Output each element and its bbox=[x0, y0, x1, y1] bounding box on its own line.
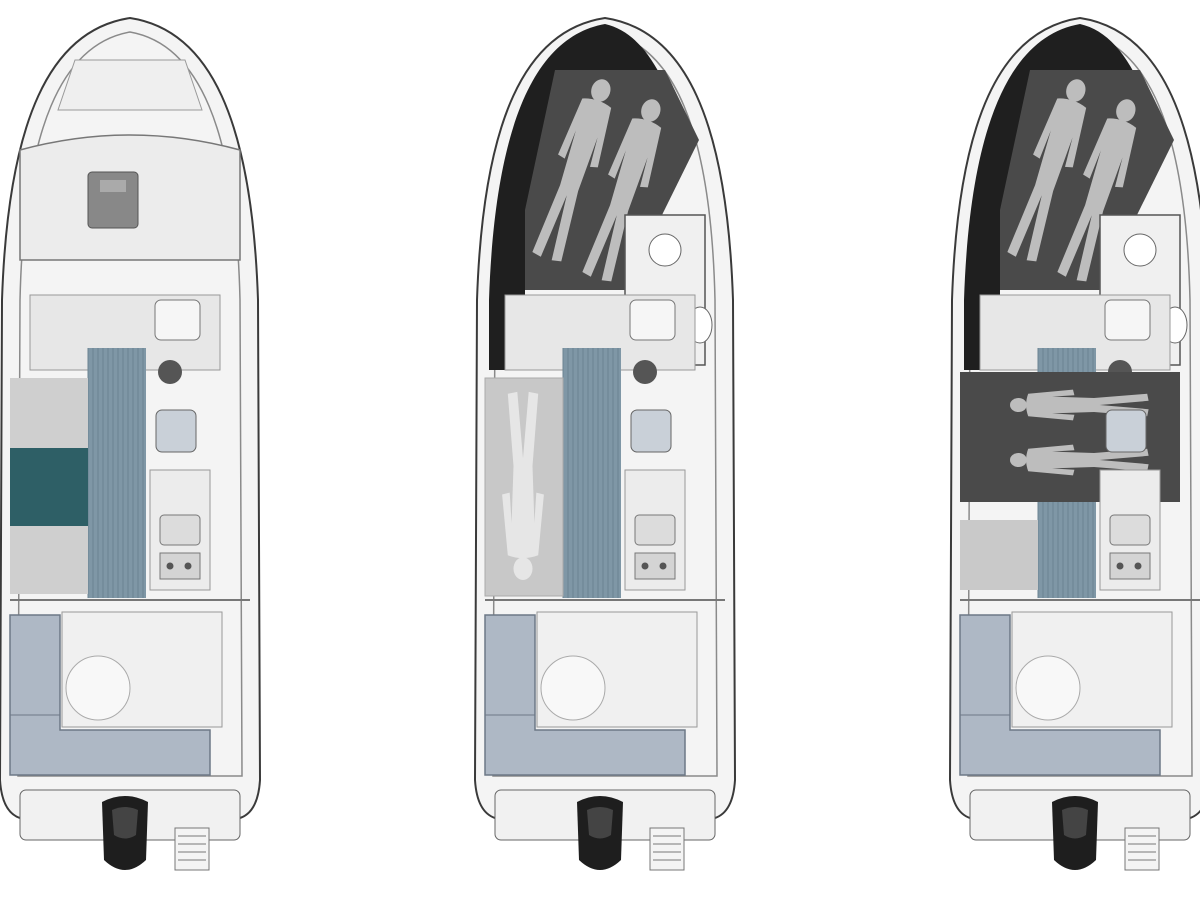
helm-instrument bbox=[154, 299, 201, 341]
teak-floor bbox=[563, 348, 621, 598]
boat-svg bbox=[948, 16, 1200, 871]
stove-burner-1 bbox=[641, 562, 649, 570]
teak-floor bbox=[88, 348, 146, 598]
galley-sink bbox=[634, 514, 676, 546]
sleeper-figure-2 bbox=[1057, 99, 1137, 282]
deck-plan-day-layout bbox=[0, 0, 280, 900]
boat-svg bbox=[473, 16, 737, 871]
cockpit-seating bbox=[959, 614, 1161, 776]
galley-sink bbox=[1109, 514, 1151, 546]
helm-seat bbox=[1105, 409, 1147, 453]
stove-burner-2 bbox=[659, 562, 667, 570]
sleeper-figure-1 bbox=[1007, 79, 1087, 262]
dinette-table bbox=[10, 448, 88, 526]
outboard-cowl-highlight bbox=[1062, 807, 1088, 839]
cockpit-seating bbox=[484, 614, 686, 776]
helm-instrument bbox=[1104, 299, 1151, 341]
dinette-figure bbox=[502, 391, 544, 580]
stove-burner-2 bbox=[184, 562, 192, 570]
deck-plan-dinette-berth-layout bbox=[455, 0, 755, 900]
cockpit-table bbox=[65, 655, 131, 721]
head-sink bbox=[648, 233, 682, 267]
helm-instrument bbox=[629, 299, 676, 341]
cockpit-table bbox=[540, 655, 606, 721]
dinette-seat-front bbox=[10, 378, 88, 448]
outboard-cowl-highlight bbox=[587, 807, 613, 839]
stove-burner-1 bbox=[166, 562, 174, 570]
helm-seat bbox=[630, 409, 672, 453]
outboard-cowl-highlight bbox=[112, 807, 138, 839]
galley-stove bbox=[159, 552, 201, 580]
helm-seat bbox=[155, 409, 197, 453]
boarding-ladder bbox=[1124, 827, 1160, 871]
steering-wheel bbox=[633, 360, 657, 384]
boarding-ladder bbox=[649, 827, 685, 871]
dinette-seat bbox=[960, 520, 1038, 590]
boat-svg bbox=[0, 16, 262, 871]
bow-hatch-area bbox=[57, 59, 203, 111]
deck-plan-saloon-berth-layout bbox=[930, 0, 1200, 900]
cockpit-table bbox=[1015, 655, 1081, 721]
dinette-seat-aft bbox=[10, 526, 88, 594]
stove-burner-1 bbox=[1116, 562, 1124, 570]
steering-wheel bbox=[158, 360, 182, 384]
galley-stove bbox=[634, 552, 676, 580]
galley-sink bbox=[159, 514, 201, 546]
galley-stove bbox=[1109, 552, 1151, 580]
cockpit-seating bbox=[9, 614, 211, 776]
boarding-ladder bbox=[174, 827, 210, 871]
stove-burner-2 bbox=[1134, 562, 1142, 570]
sleeper-figure-1 bbox=[532, 79, 612, 262]
head-sink bbox=[1123, 233, 1157, 267]
hatch-handle bbox=[100, 180, 126, 192]
sleeper-figure-2 bbox=[582, 99, 662, 282]
